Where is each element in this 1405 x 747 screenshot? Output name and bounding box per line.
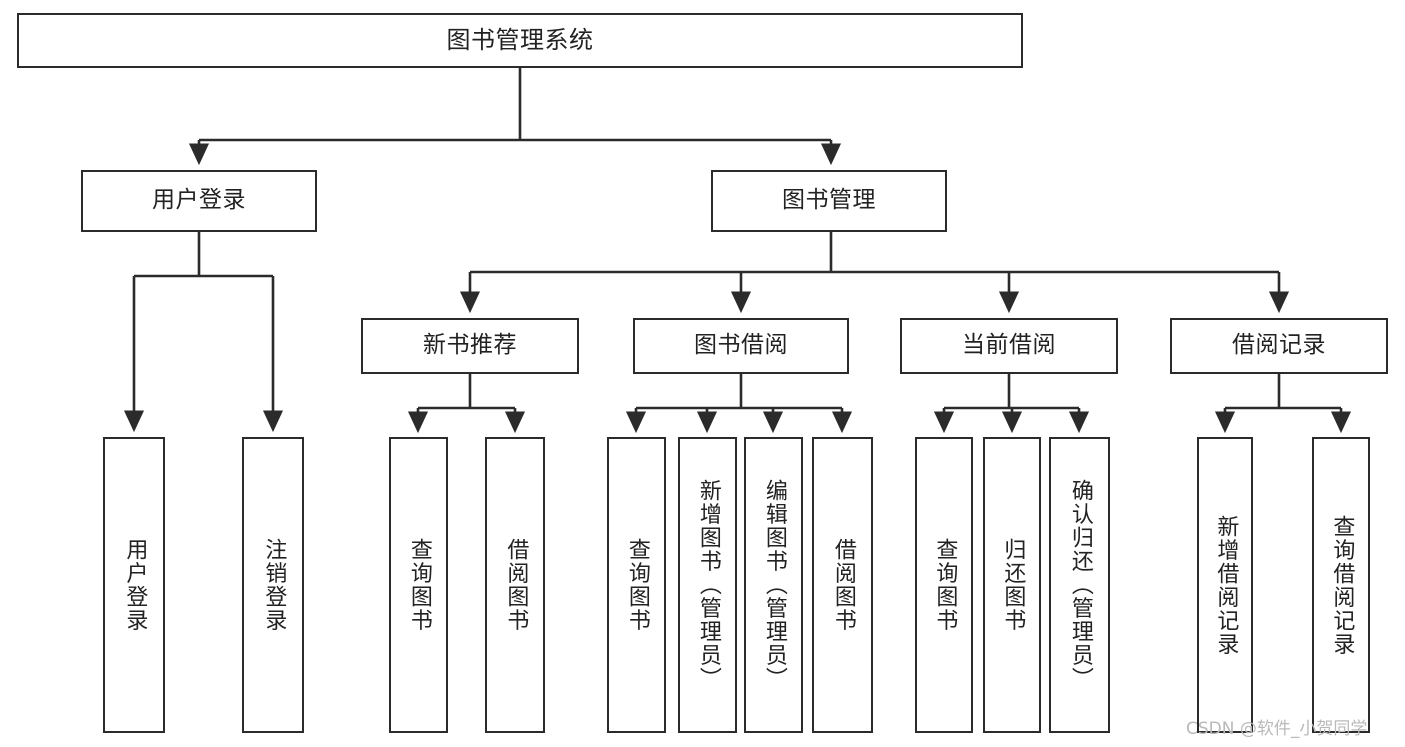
node-new-book-recommend[interactable]: 新书推荐 [361,318,579,374]
node-book-borrow[interactable]: 图书借阅 [633,318,849,374]
node-leaf-add-book-label: 新增图书（管理员） [695,479,721,691]
node-leaf-borrow-book-2-label: 借阅图书 [830,538,856,632]
node-leaf-query-book-2[interactable]: 查询图书 [607,437,666,733]
node-borrow-record[interactable]: 借阅记录 [1170,318,1388,374]
node-leaf-query-record[interactable]: 查询借阅记录 [1312,437,1370,733]
node-root[interactable]: 图书管理系统 [17,13,1023,68]
node-leaf-query-book-2-label: 查询图书 [624,538,650,632]
node-root-label: 图书管理系统 [446,26,594,55]
node-leaf-borrow-book-2[interactable]: 借阅图书 [812,437,873,733]
node-leaf-logout-label: 注销登录 [261,538,287,632]
node-leaf-borrow-book-1-label: 借阅图书 [503,538,529,632]
node-leaf-user-login[interactable]: 用户登录 [103,437,165,733]
node-leaf-confirm-return-label: 确认归还（管理员） [1067,479,1093,691]
node-leaf-return-book-label: 归还图书 [1000,538,1026,632]
node-book-manage-label: 图书管理 [782,187,876,214]
node-leaf-logout[interactable]: 注销登录 [242,437,304,733]
node-leaf-add-record-label: 新增借阅记录 [1213,514,1239,656]
node-leaf-query-book-1[interactable]: 查询图书 [389,437,448,733]
node-leaf-query-record-label: 查询借阅记录 [1329,514,1355,656]
node-leaf-query-book-1-label: 查询图书 [406,538,432,632]
node-borrow-record-label: 借阅记录 [1232,332,1326,359]
node-leaf-add-book[interactable]: 新增图书（管理员） [678,437,737,733]
node-leaf-confirm-return[interactable]: 确认归还（管理员） [1049,437,1110,733]
node-leaf-add-record[interactable]: 新增借阅记录 [1197,437,1253,733]
node-new-book-recommend-label: 新书推荐 [423,332,517,359]
node-book-borrow-label: 图书借阅 [694,332,788,359]
node-leaf-query-book-3[interactable]: 查询图书 [915,437,973,733]
node-book-manage[interactable]: 图书管理 [711,170,947,232]
node-leaf-return-book[interactable]: 归还图书 [983,437,1041,733]
node-user-login-label: 用户登录 [152,187,246,214]
node-leaf-query-book-3-label: 查询图书 [932,538,958,632]
node-leaf-edit-book[interactable]: 编辑图书（管理员） [744,437,803,733]
node-current-borrow[interactable]: 当前借阅 [900,318,1118,374]
node-leaf-borrow-book-1[interactable]: 借阅图书 [485,437,545,733]
node-leaf-edit-book-label: 编辑图书（管理员） [761,479,787,691]
watermark-text: CSDN @软件_小贺同学 [1186,719,1368,739]
node-leaf-user-login-label: 用户登录 [122,538,148,632]
node-current-borrow-label: 当前借阅 [962,332,1056,359]
node-user-login[interactable]: 用户登录 [81,170,317,232]
